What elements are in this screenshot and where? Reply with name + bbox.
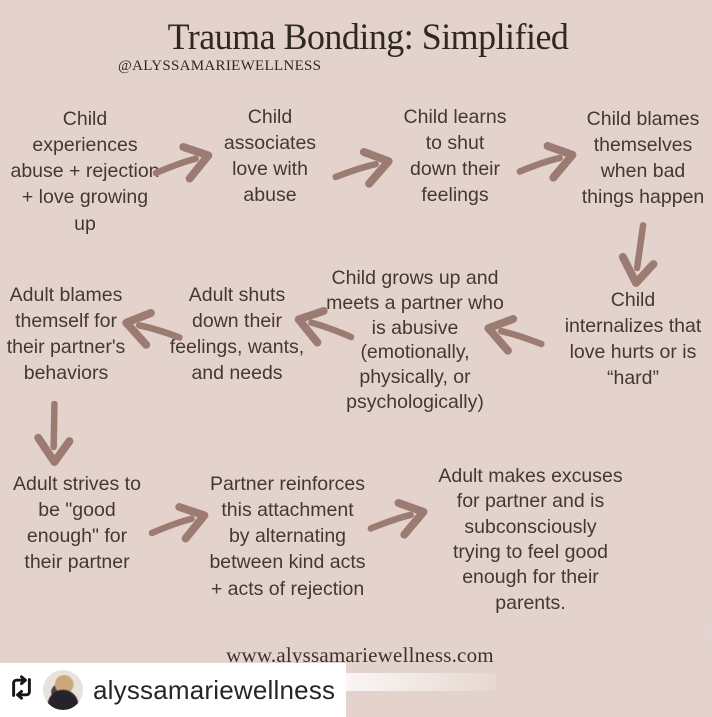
arrow-down-icon xyxy=(30,400,75,468)
flow-step-adult-blames-themself: Adult blames themself for their partner'… xyxy=(6,284,126,385)
flow-step-adult-makes-excuses: Adult makes excuses for partner and is s… xyxy=(438,465,623,614)
arrow-down-icon xyxy=(615,221,662,290)
screen-edge-artifact xyxy=(707,622,712,642)
author-handle: @ALYSSAMARIEWELLNESS xyxy=(118,58,322,74)
arrow-left-icon xyxy=(118,306,184,351)
arrow-right-icon xyxy=(365,495,432,542)
arrow-right-icon xyxy=(514,138,581,185)
page-title: Trauma Bonding: Simplified xyxy=(167,17,569,58)
flow-step-child-associates-love-abuse: Child associates love with abuse xyxy=(223,106,317,207)
flow-step-meets-abusive-partner: Child grows up and meets a partner who i… xyxy=(326,267,504,413)
repost-attribution-bar: alyssamariewellness xyxy=(0,663,346,717)
arrow-right-icon xyxy=(150,139,218,187)
profile-avatar[interactable] xyxy=(43,670,83,710)
flow-step-adult-strives-good-enough: Adult strives to be "good enough" for th… xyxy=(13,473,141,574)
flow-step-partner-reinforces: Partner reinforces this attachment by al… xyxy=(209,473,366,600)
flow-step-child-blames-themselves: Child blames themselves when bad things … xyxy=(581,108,705,209)
flow-step-child-internalizes: Child internalizes that love hurts or is… xyxy=(564,289,702,390)
arrow-right-icon xyxy=(331,145,398,191)
arrow-left-icon xyxy=(289,303,357,351)
arrow-right-icon xyxy=(146,499,214,547)
flow-step-adult-shuts-down: Adult shuts down their feelings, wants, … xyxy=(169,284,305,385)
repost-bar-fade xyxy=(346,673,496,691)
flow-step-child-shuts-down-feelings: Child learns to shut down their feelings xyxy=(403,106,507,207)
username-link[interactable]: alyssamariewellness xyxy=(93,674,336,705)
arrow-left-icon xyxy=(480,312,547,358)
repost-icon xyxy=(8,674,35,706)
flow-step-child-experiences-abuse: Child experiences abuse + rejection + lo… xyxy=(10,108,160,235)
